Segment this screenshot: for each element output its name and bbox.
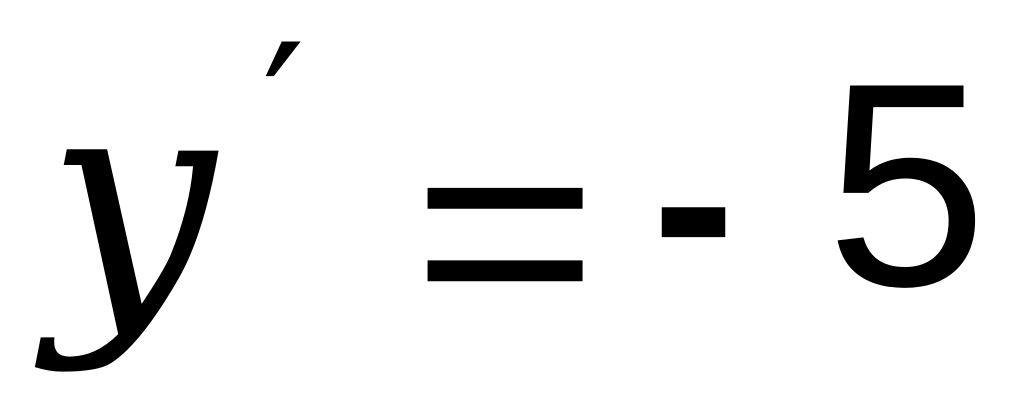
number-value: 5 [826, 23, 988, 347]
variable-y: y [46, 27, 216, 376]
equals-sign: = [412, 68, 599, 392]
minus-sign: - [652, 61, 736, 340]
prime-mark: ′ [262, 4, 306, 225]
